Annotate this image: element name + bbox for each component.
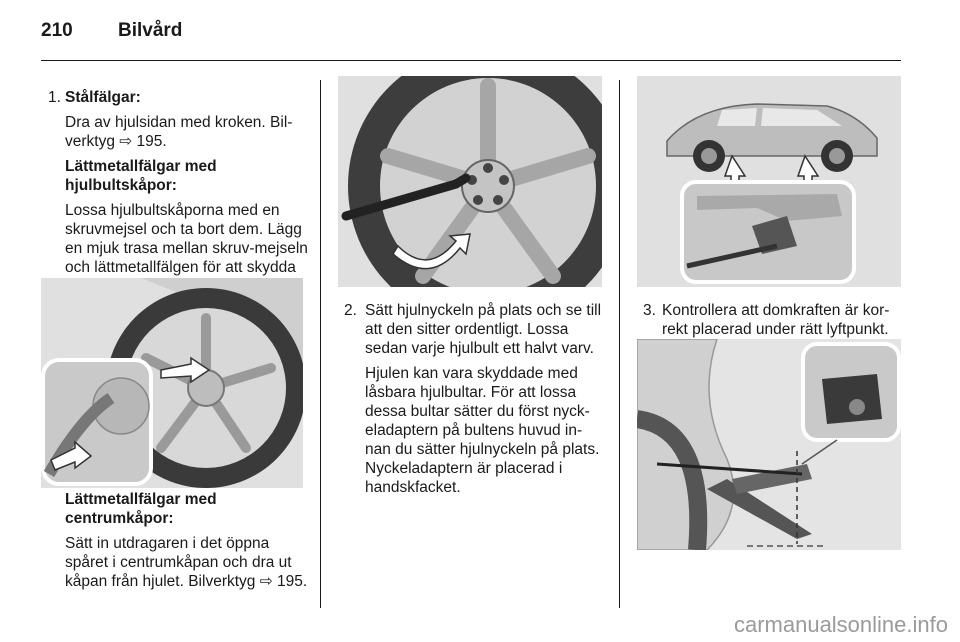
- watermark: carmanualsonline.info: [733, 612, 948, 637]
- step-2-number: 2.: [344, 302, 357, 319]
- section-title: Bilvård: [118, 20, 183, 41]
- alloy-bolt-cap-heading: Lättmetallfälgar med hjulbultskåpor:: [65, 158, 217, 194]
- column-divider-1: [320, 80, 321, 608]
- steel-rim-heading: Stålfälgar:: [65, 89, 141, 106]
- alloy-center-cap-heading: Lättmetallfälgar med centrumkåpor:: [65, 491, 217, 527]
- car-lift-points-illustration: [637, 76, 901, 287]
- step-1-center-cap-block: Lättmetallfälgar med centrumkåpor: Sätt …: [65, 490, 310, 597]
- wheel-cap-illustration: [41, 278, 303, 488]
- page-number: 210: [41, 20, 73, 41]
- header-rule: [41, 60, 901, 61]
- alloy-center-cap-text: Sätt in utdragaren i det öppna spåret i …: [65, 535, 308, 590]
- steel-rim-text: Dra av hjulsidan med kroken. Bil-verktyg…: [65, 114, 293, 150]
- wheel-wrench-illustration: [338, 76, 602, 287]
- step-2-block: Sätt hjulnyckeln på plats och se till at…: [365, 301, 605, 503]
- step-3-number: 3.: [643, 302, 656, 319]
- locking-bolts-text: Hjulen kan vara skyddade med låsbara hju…: [365, 365, 600, 496]
- jack-position-illustration: [637, 339, 901, 550]
- step-3-block: Kontrollera att domkraften är kor-rekt p…: [662, 301, 904, 345]
- step-2-text: Sätt hjulnyckeln på plats och se till at…: [365, 302, 602, 357]
- step-1-number: 1.: [48, 89, 61, 106]
- alloy-bolt-cap-text: Lossa hjulbultskåporna med en skruvmejse…: [65, 202, 308, 295]
- column-divider-2: [619, 80, 620, 608]
- step-3-text: Kontrollera att domkraften är kor-rekt p…: [662, 302, 890, 338]
- step-1-block: Stålfälgar: Dra av hjulsidan med kroken.…: [65, 88, 310, 302]
